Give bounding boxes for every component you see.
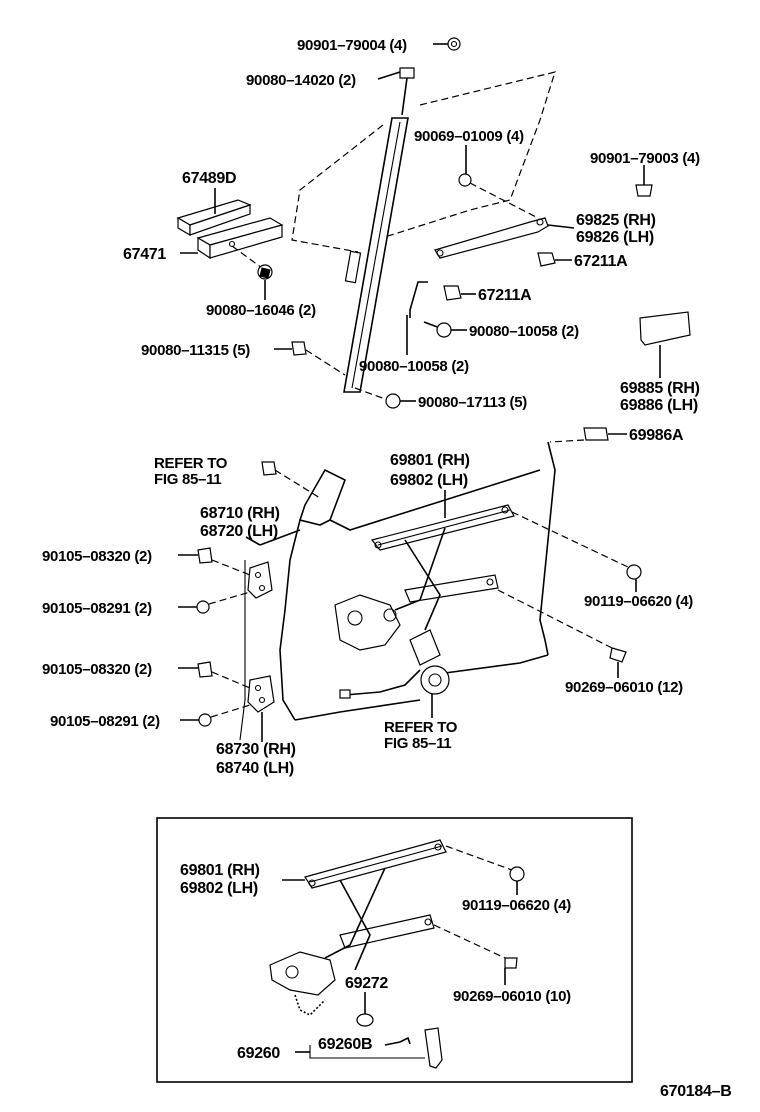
bolt-08291-1 — [196, 600, 210, 614]
label-69801-lower: 69801 (RH) — [180, 862, 260, 879]
front-quarter-glass — [291, 124, 384, 253]
stopper-67211A-2 — [443, 285, 462, 301]
regulator-69801-upper — [334, 504, 515, 699]
label-69802-lower: 69802 (LH) — [180, 880, 258, 897]
label-69260B: 69260B — [318, 1036, 372, 1053]
bolt-06010-2 — [504, 957, 518, 969]
label-90901-79003: 90901–79003 (4) — [590, 150, 700, 167]
label-68740: 68740 (LH) — [216, 760, 294, 777]
label-69272: 69272 — [345, 975, 388, 992]
label-90080-16046: 90080–16046 (2) — [206, 302, 316, 319]
bolt-10058 — [423, 321, 452, 338]
door-glass — [384, 71, 556, 238]
bolt-08291-2 — [198, 713, 212, 727]
label-90080-14020: 90080–14020 (2) — [246, 72, 356, 89]
bolt-06620-1 — [626, 564, 642, 580]
label-90105-08320-1: 90105–08320 (2) — [42, 548, 152, 565]
label-68710: 68710 (RH) — [200, 505, 280, 522]
clip-69986A — [549, 427, 609, 443]
nut-17113 — [385, 393, 401, 409]
label-69825: 69825 (RH) — [576, 212, 656, 229]
leader-lines — [178, 43, 661, 1053]
manual-regulator-inset — [156, 817, 633, 1083]
channel-67471 — [196, 217, 284, 260]
bolt-06010-1 — [609, 647, 627, 663]
pad-69885 — [639, 311, 691, 346]
label-69886: 69886 (LH) — [620, 397, 698, 414]
label-90119-06620-1: 90119–06620 (4) — [584, 593, 693, 610]
label-69802-upper: 69802 (LH) — [390, 472, 468, 489]
clip-79003 — [635, 184, 653, 197]
label-90269-06010-2: 90269–06010 (10) — [453, 988, 571, 1005]
clip-69260B — [399, 1036, 411, 1045]
label-90080-11315: 90080–11315 (5) — [141, 342, 250, 359]
nut-79004 — [447, 37, 461, 51]
label-67211A-1: 67211A — [574, 253, 628, 270]
label-67489D: 67489D — [182, 170, 236, 187]
bolt-08320-1 — [197, 547, 213, 564]
label-69826: 69826 (LH) — [576, 229, 654, 246]
washer-69272 — [356, 1013, 374, 1027]
stopper-67211A-1 — [537, 252, 556, 267]
label-90269-06010-1: 90269–06010 (12) — [565, 679, 683, 696]
label-67211A-2: 67211A — [478, 287, 532, 304]
label-69885: 69885 (RH) — [620, 380, 700, 397]
bolt-08320-2 — [197, 661, 213, 678]
bolt-06620-2 — [509, 866, 525, 882]
label-90080-10058-1: 90080–10058 (2) — [469, 323, 579, 340]
label-refer-fig-2: FIG 85–11 — [384, 735, 451, 752]
bolt-14020 — [399, 67, 415, 116]
label-90105-08320-2: 90105–08320 (2) — [42, 661, 152, 678]
channel-bracket-68710 — [247, 561, 273, 599]
window-handle-69260 — [424, 1027, 443, 1069]
channel-67489D — [176, 199, 252, 237]
label-90080-10058-2: 90080–10058 (2) — [359, 358, 469, 375]
bolt-11315 — [291, 341, 346, 376]
bolt-16046 — [257, 264, 273, 280]
label-90901-79004: 90901–79004 (4) — [297, 37, 407, 54]
regulator-69801-lower — [269, 839, 447, 1016]
rear-lower-bracket — [409, 281, 428, 318]
bolt-refer-1 — [261, 461, 277, 476]
glass-run-channel — [343, 117, 409, 393]
part-number-labels: 90901–79004 (4) 90080–14020 (2) 90069–01… — [42, 37, 732, 1100]
label-69801-upper: 69801 (RH) — [390, 452, 470, 469]
label-refer-fig-1: FIG 85–11 — [154, 471, 221, 488]
label-90105-08291-1: 90105–08291 (2) — [42, 600, 152, 617]
label-refer-to-1: REFER TO — [154, 455, 228, 472]
label-90080-17113: 90080–17113 (5) — [418, 394, 527, 411]
label-90119-06620-2: 90119–06620 (4) — [462, 897, 571, 914]
label-67471: 67471 — [123, 246, 166, 263]
label-90105-08291-2: 90105–08291 (2) — [50, 713, 160, 730]
label-69260: 69260 — [237, 1045, 280, 1062]
label-68730: 68730 (RH) — [216, 741, 296, 758]
label-refer-to-2: REFER TO — [384, 719, 458, 736]
figure-code: 670184–B — [660, 1083, 731, 1100]
label-69986A: 69986A — [629, 427, 684, 444]
label-68720: 68720 (LH) — [200, 523, 278, 540]
lift-arm-69825 — [434, 217, 549, 259]
door-panel-outline — [239, 441, 556, 741]
bolt-01009 — [458, 160, 472, 187]
channel-bracket-68730 — [247, 675, 275, 713]
label-90069-01009: 90069–01009 (4) — [414, 128, 524, 145]
